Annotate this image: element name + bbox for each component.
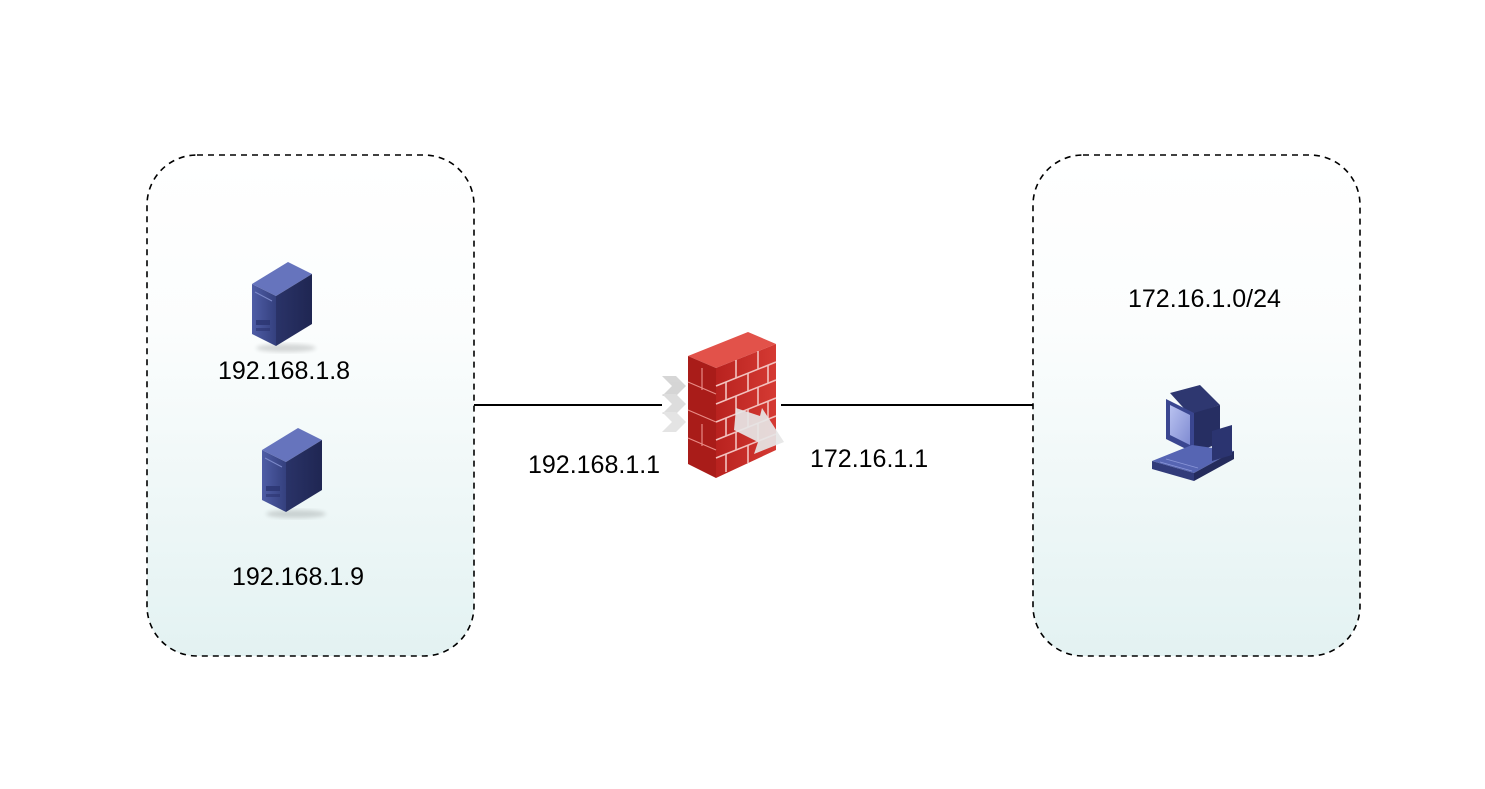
firewall-outside-ip-label: 172.16.1.1 (810, 445, 928, 473)
computer-icon (1152, 385, 1234, 481)
firewall-inside-ip-label: 192.168.1.1 (528, 451, 660, 479)
right-subnet-label: 172.16.1.0/24 (1128, 285, 1281, 313)
server-1-ip-label: 192.168.1.8 (218, 357, 350, 385)
left-network-zone (146, 154, 475, 657)
server-icon (262, 428, 326, 518)
server-2-ip-label: 192.168.1.9 (232, 563, 364, 591)
firewall-icon (662, 332, 784, 478)
server-icon (252, 262, 316, 352)
